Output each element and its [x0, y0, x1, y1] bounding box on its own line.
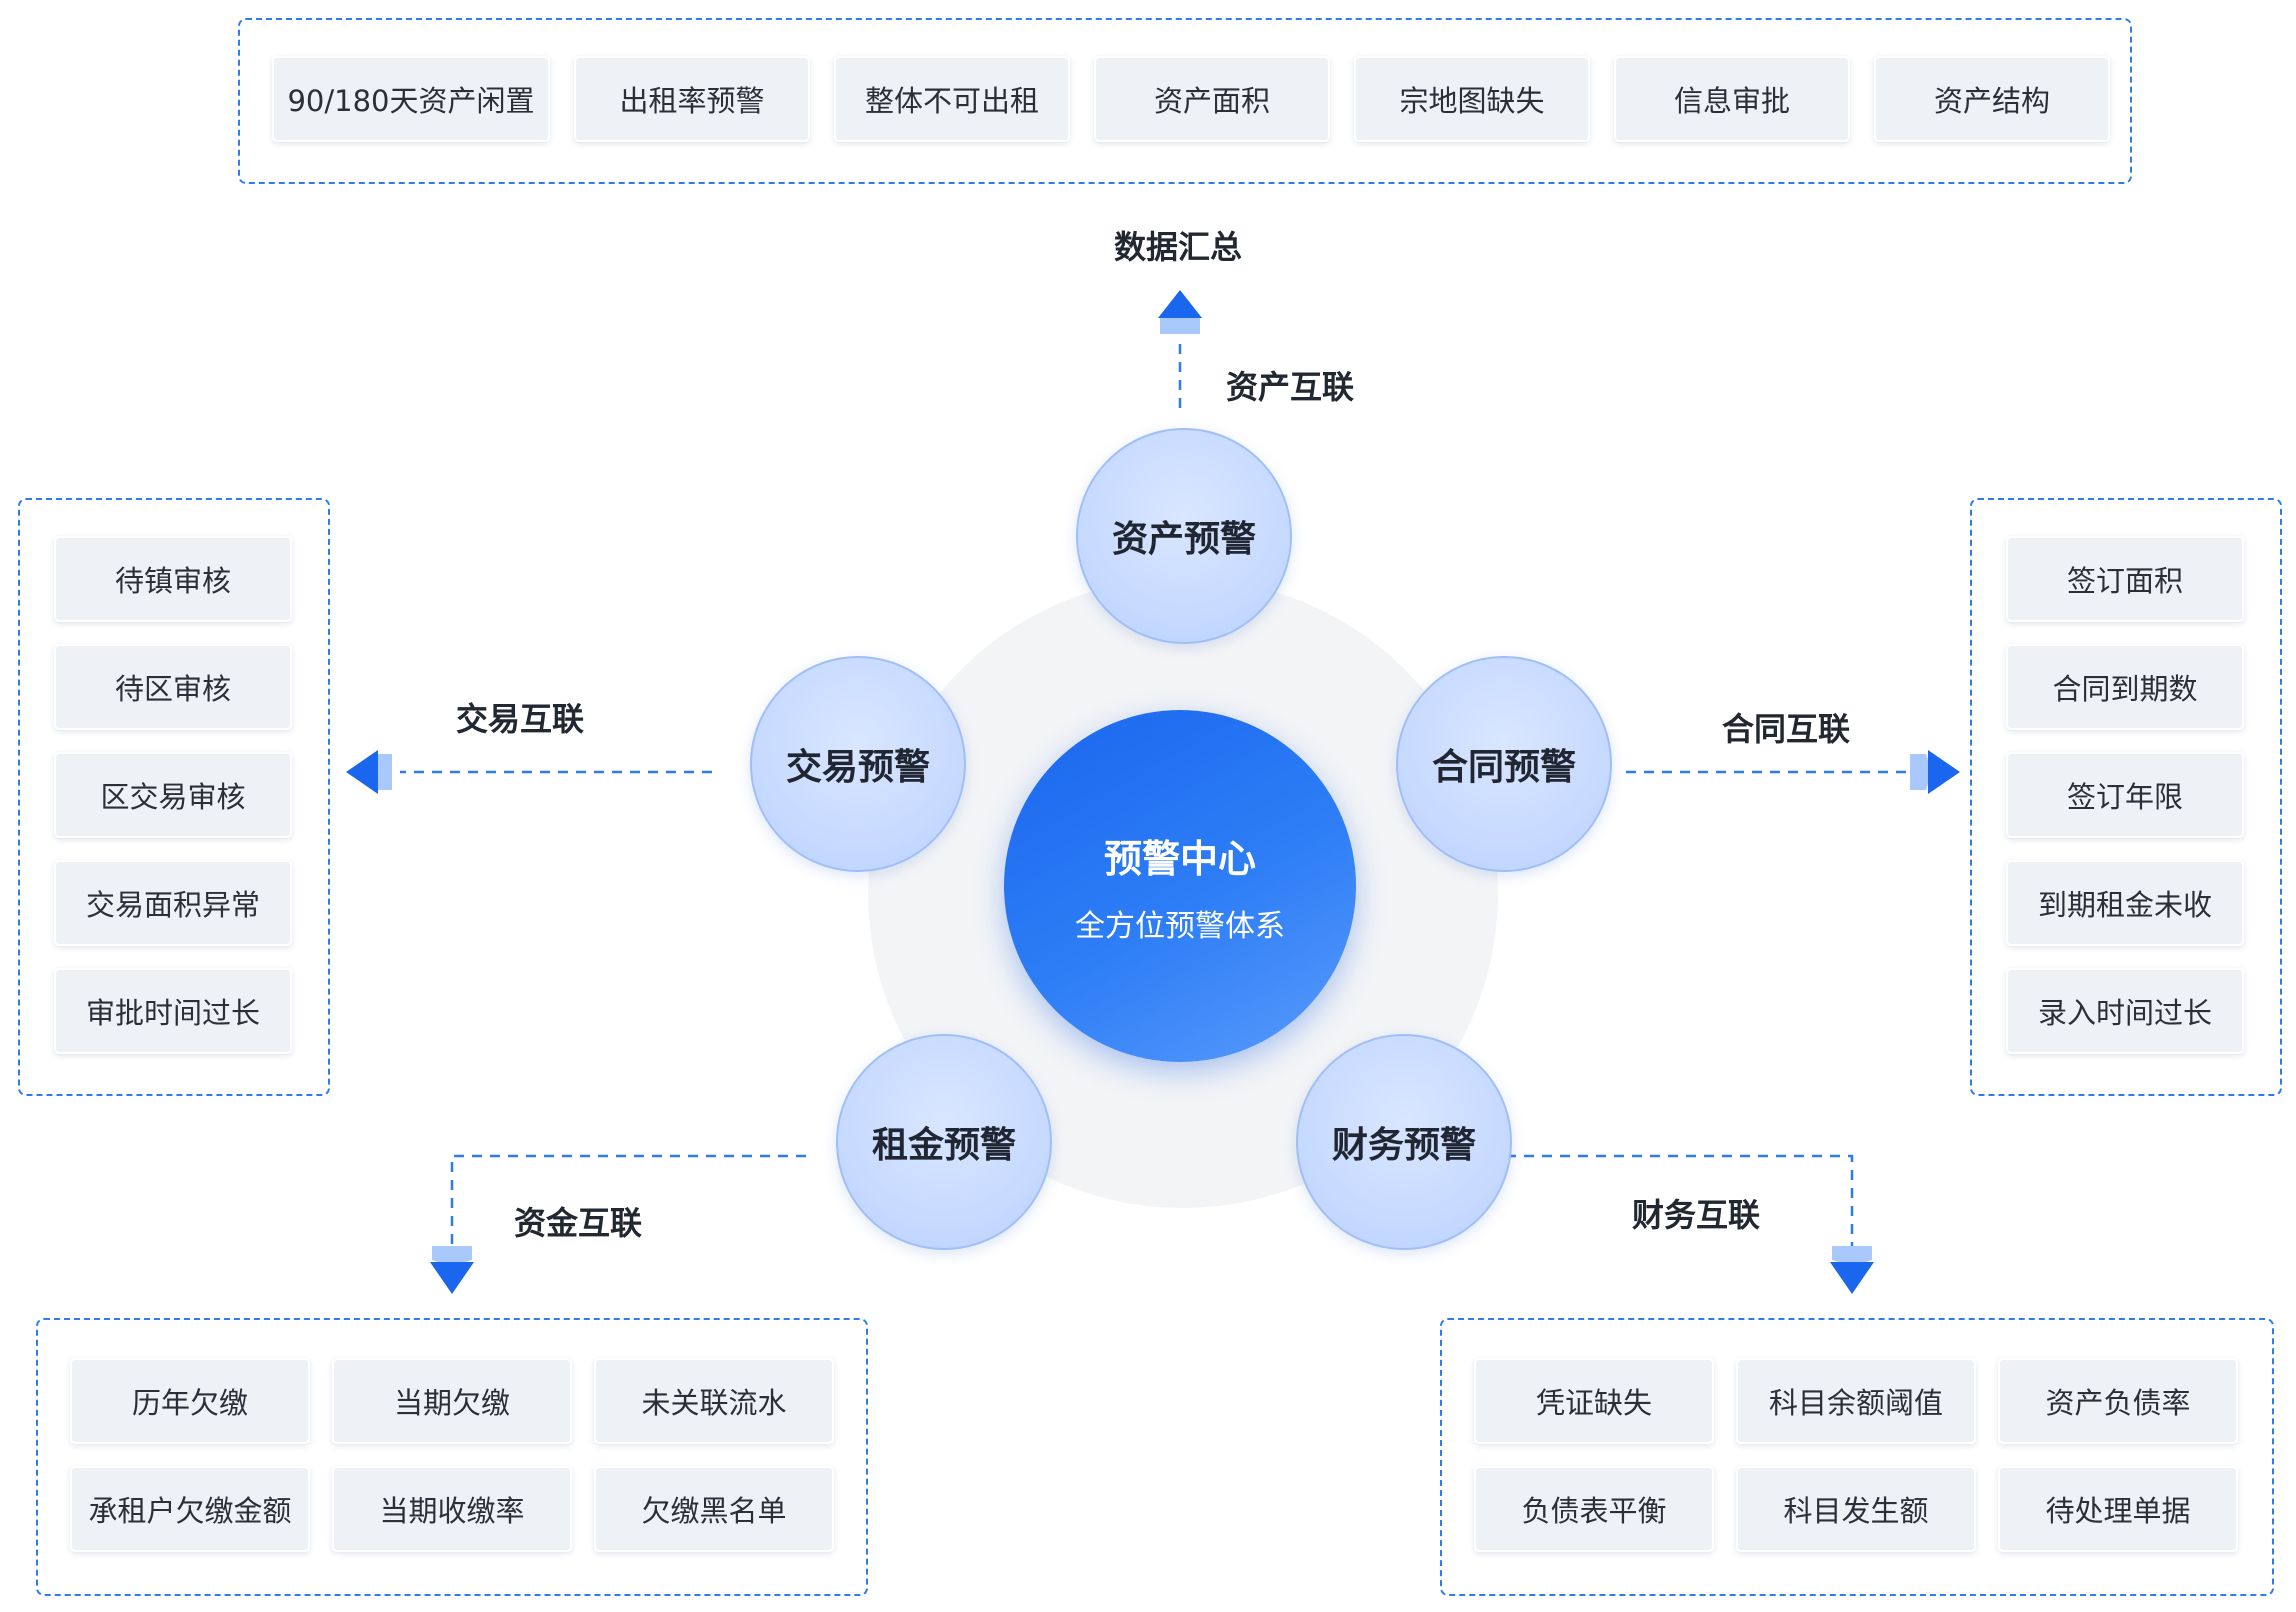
- finance-metrics-group: 凭证缺失 科目余额阈值 资产负债率 负债表平衡 科目发生额 待处理单据: [1440, 1318, 2274, 1596]
- trade-metric-chip: 区交易审核: [54, 752, 292, 838]
- contract-metric-chip: 合同到期数: [2006, 644, 2244, 730]
- finance-metric-chip: 科目发生额: [1736, 1466, 1976, 1552]
- arrow-down-icon: [430, 1246, 474, 1294]
- contract-metric-chip: 到期租金未收: [2006, 860, 2244, 946]
- warning-center-hub[interactable]: 预警中心 全方位预警体系: [1004, 710, 1356, 1062]
- connector-rent: [450, 1154, 806, 1248]
- contract-metrics-group: 签订面积 合同到期数 签订年限 到期租金未收 录入时间过长: [1970, 498, 2282, 1096]
- contract-link-label: 合同互联: [1722, 710, 1851, 748]
- asset-metric-chip: 资产面积: [1094, 56, 1330, 142]
- finance-metric-chip: 科目余额阈值: [1736, 1358, 1976, 1444]
- trade-metric-chip: 待镇审核: [54, 536, 292, 622]
- arrow-right-icon: [1910, 750, 1960, 794]
- rent-warning-label: 租金预警: [871, 1125, 1016, 1166]
- finance-warning-label: 财务预警: [1331, 1125, 1476, 1166]
- arrow-up-icon: [1158, 290, 1202, 334]
- rent-metric-chip: 承租户欠缴金额: [70, 1466, 310, 1552]
- finance-metric-chip: 凭证缺失: [1474, 1358, 1714, 1444]
- trade-warning-node[interactable]: 交易预警: [750, 656, 966, 872]
- rent-metric-chip: 欠缴黑名单: [594, 1466, 834, 1552]
- finance-metric-chip: 待处理单据: [1998, 1466, 2238, 1552]
- finance-metric-chip: 资产负债率: [1998, 1358, 2238, 1444]
- rent-warning-node[interactable]: 租金预警: [836, 1034, 1052, 1250]
- arrow-left-icon: [346, 750, 392, 794]
- summary-label: 数据汇总: [1114, 228, 1243, 266]
- asset-metric-chip: 宗地图缺失: [1354, 56, 1590, 142]
- rent-metric-chip: 未关联流水: [594, 1358, 834, 1444]
- finance-metric-chip: 负债表平衡: [1474, 1466, 1714, 1552]
- center-subtitle: 全方位预警体系: [1075, 908, 1285, 944]
- asset-link-label: 资产互联: [1226, 368, 1355, 406]
- trade-metric-chip: 待区审核: [54, 644, 292, 730]
- connector-finance: [1506, 1154, 1854, 1248]
- contract-metric-chip: 签订年限: [2006, 752, 2244, 838]
- finance-link-label: 财务互联: [1632, 1196, 1761, 1234]
- asset-metric-chip: 资产结构: [1874, 56, 2110, 142]
- trade-warning-label: 交易预警: [785, 747, 930, 788]
- asset-metric-chip: 出租率预警: [574, 56, 810, 142]
- rent-metric-chip: 当期欠缴: [332, 1358, 572, 1444]
- asset-metric-chip: 90/180天资产闲置: [272, 56, 550, 142]
- asset-metric-chip: 信息审批: [1614, 56, 1850, 142]
- trade-metrics-group: 待镇审核 待区审核 区交易审核 交易面积异常 审批时间过长: [18, 498, 330, 1096]
- trade-metric-chip: 审批时间过长: [54, 968, 292, 1054]
- rent-link-label: 资金互联: [514, 1204, 643, 1242]
- asset-metric-chip: 整体不可出租: [834, 56, 1070, 142]
- finance-warning-node[interactable]: 财务预警: [1296, 1034, 1512, 1250]
- center-title: 预警中心: [1103, 836, 1256, 881]
- asset-warning-label: 资产预警: [1111, 519, 1256, 560]
- arrow-down-icon: [1830, 1246, 1874, 1294]
- contract-warning-node[interactable]: 合同预警: [1396, 656, 1612, 872]
- trade-metric-chip: 交易面积异常: [54, 860, 292, 946]
- contract-warning-label: 合同预警: [1431, 747, 1576, 788]
- rent-metric-chip: 当期收缴率: [332, 1466, 572, 1552]
- asset-warning-node[interactable]: 资产预警: [1076, 428, 1292, 644]
- trade-link-label: 交易互联: [456, 700, 585, 738]
- contract-metric-chip: 录入时间过长: [2006, 968, 2244, 1054]
- asset-metrics-group: 90/180天资产闲置 出租率预警 整体不可出租 资产面积 宗地图缺失 信息审批…: [238, 18, 2132, 184]
- rent-metrics-group: 历年欠缴 当期欠缴 未关联流水 承租户欠缴金额 当期收缴率 欠缴黑名单: [36, 1318, 868, 1596]
- rent-metric-chip: 历年欠缴: [70, 1358, 310, 1444]
- contract-metric-chip: 签订面积: [2006, 536, 2244, 622]
